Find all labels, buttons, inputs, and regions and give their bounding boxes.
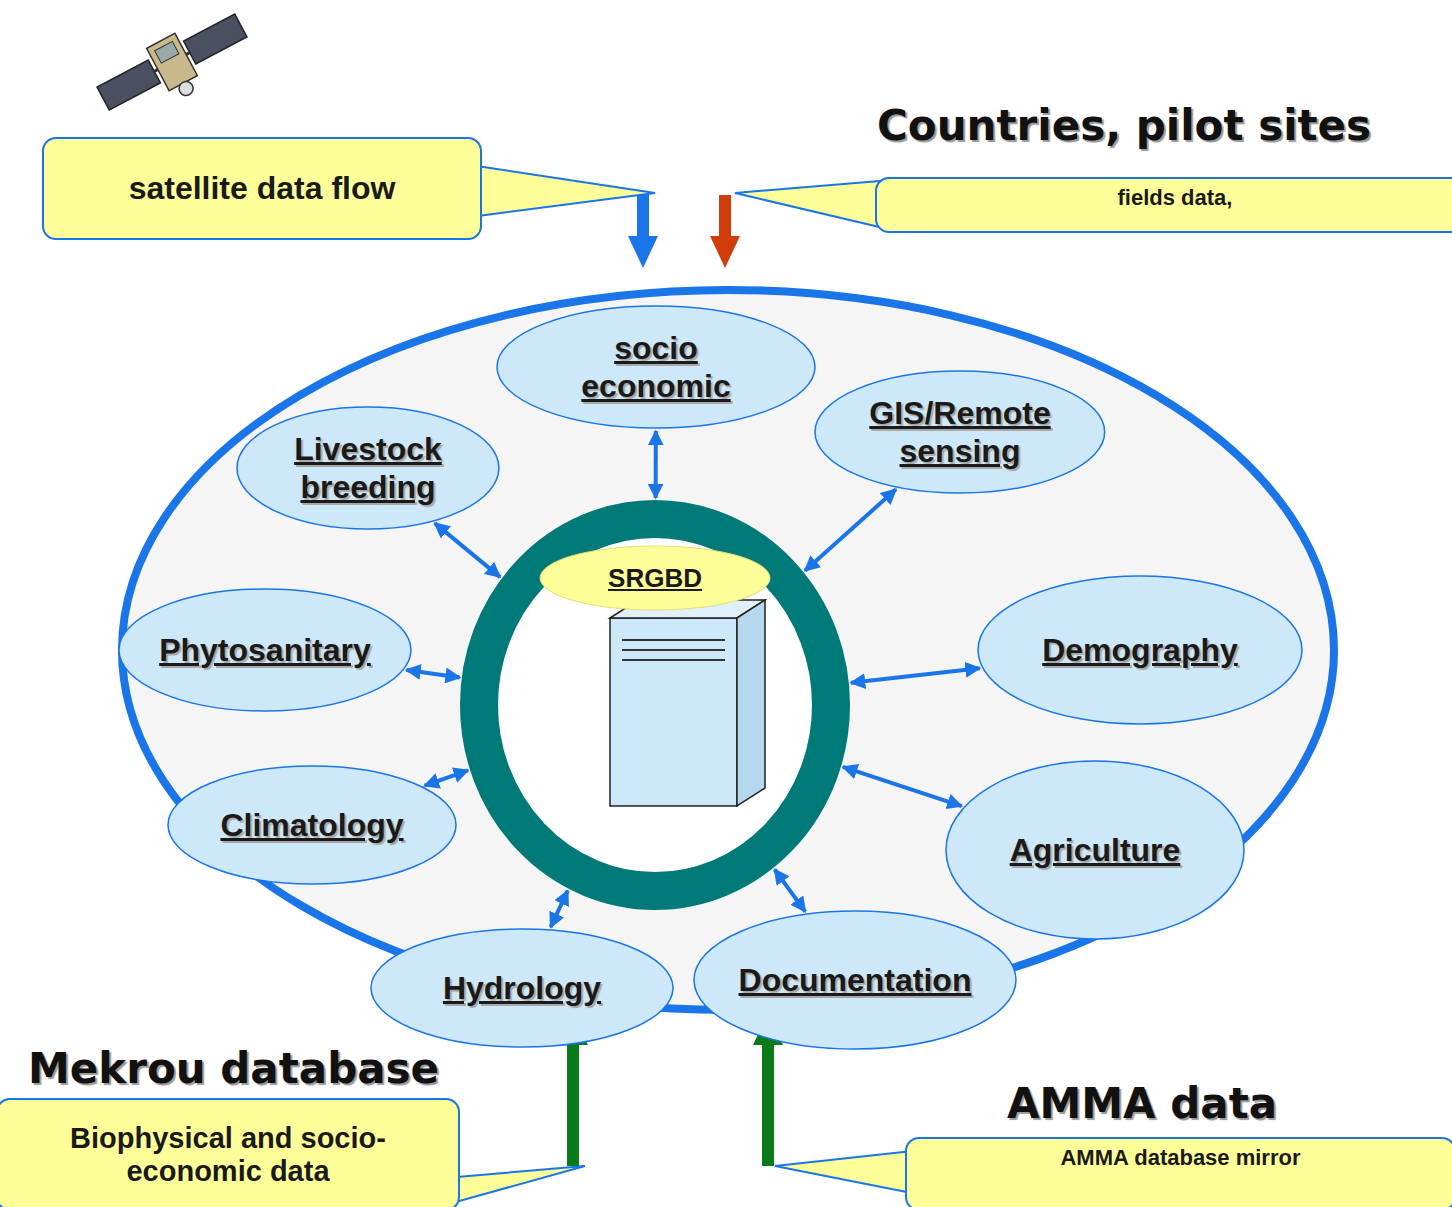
- module-label: GIS/Remote sensing: [855, 394, 1065, 471]
- callout-tail: [735, 180, 892, 230]
- link-arrow: [425, 770, 468, 785]
- link-arrow: [851, 668, 980, 683]
- module-ellipse: GIS/Remote sensing: [814, 370, 1106, 494]
- module-label: Phytosanitary: [159, 631, 371, 669]
- module-label: Demography: [1042, 631, 1238, 669]
- module-outline: [168, 766, 456, 884]
- link-arrow: [805, 489, 896, 570]
- callout-tail: [470, 165, 655, 217]
- satellite-icon: [92, 4, 258, 131]
- module-label: Agriculture: [1010, 831, 1181, 869]
- source-heading: AMMA data: [1007, 1079, 1277, 1128]
- module-outline: [694, 911, 1016, 1049]
- link-arrow: [551, 891, 568, 928]
- system-boundary: [122, 290, 1334, 1010]
- module-outline: [119, 589, 411, 711]
- module-label: Climatology: [220, 806, 403, 844]
- module-ellipse: Hydrology: [370, 928, 674, 1048]
- shape-outline: [236, 406, 500, 530]
- source-heading: Mekrou database: [28, 1044, 439, 1093]
- module-outline: [978, 576, 1302, 724]
- callout-tail: [775, 1150, 922, 1195]
- module-ellipse: Agriculture: [945, 760, 1245, 940]
- callout-text: fields data,: [1118, 185, 1233, 211]
- module-ellipse: Demography: [977, 575, 1303, 725]
- module-outline: [946, 761, 1244, 939]
- link-arrow: [775, 869, 806, 911]
- callout-text: satellite data flow: [129, 170, 396, 207]
- module-outline: [237, 407, 499, 529]
- input-arrow: [710, 195, 740, 268]
- shape-outline: [814, 370, 1106, 494]
- module-label: socio economic: [551, 329, 761, 406]
- module-outline: [815, 371, 1105, 493]
- module-ellipse: Phytosanitary: [118, 588, 412, 712]
- module-outline: [371, 929, 673, 1047]
- input-arrow: [628, 195, 658, 268]
- callout-text: AMMA database mirror: [1060, 1145, 1300, 1171]
- label-oval: [540, 546, 770, 610]
- module-outline: [497, 306, 815, 428]
- module-ellipse: Climatology: [167, 765, 457, 885]
- module-label: Documentation: [739, 961, 972, 999]
- module-ellipse: socio economic: [496, 305, 816, 429]
- callout-text: Biophysical and socio-economic data: [10, 1122, 446, 1188]
- database-ring: SRGBD: [460, 500, 850, 910]
- module-label: Hydrology: [443, 969, 601, 1007]
- link-arrow: [406, 670, 459, 678]
- callout-box: AMMA dataAMMA database mirror: [905, 1137, 1452, 1207]
- module-ellipse: Documentation: [693, 910, 1017, 1050]
- callout-tail: [445, 1166, 585, 1205]
- server-icon: [610, 600, 765, 806]
- shape-outline: [460, 500, 850, 910]
- database-label: SRGBD: [608, 563, 702, 594]
- source-heading: Countries, pilot sites: [877, 101, 1371, 150]
- shape-outline: [496, 305, 816, 429]
- link-arrow: [435, 523, 500, 577]
- ring-outline: [479, 519, 831, 891]
- link-arrow: [654, 431, 658, 498]
- callout-box: Countries, pilot sitesfields data,: [875, 177, 1452, 233]
- link-arrow: [843, 767, 962, 806]
- module-label: Livestock breeding: [273, 430, 463, 507]
- callout-box: satellite data flow: [42, 137, 482, 240]
- module-ellipse: Livestock breeding: [236, 406, 500, 530]
- callout-box: Mekrou databaseBiophysical and socio-eco…: [0, 1098, 460, 1207]
